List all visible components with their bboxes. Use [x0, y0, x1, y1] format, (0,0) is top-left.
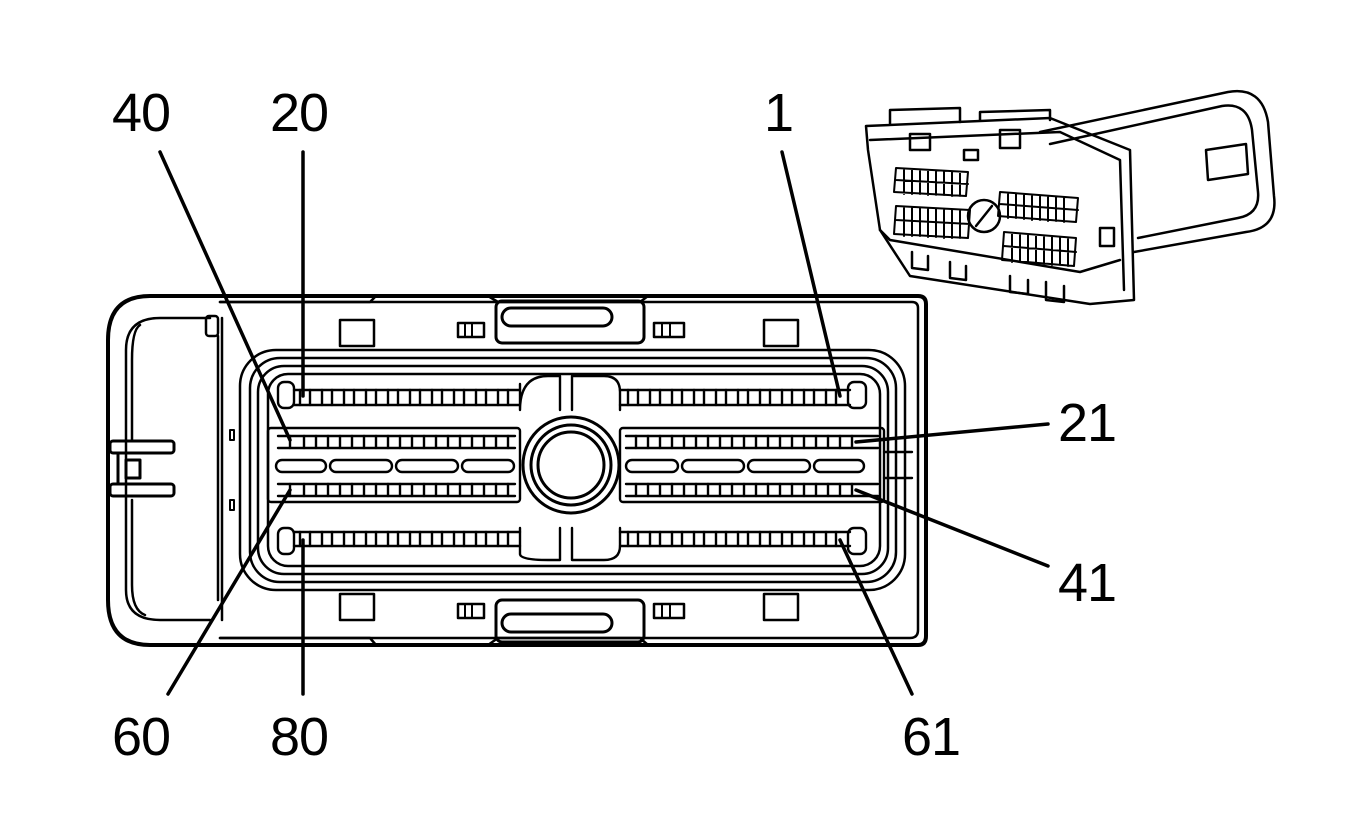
housing-bottom-ridge: [218, 636, 650, 647]
cavity-outlines: [238, 348, 907, 592]
latch-handle: [106, 294, 235, 647]
pin-label-21: 21: [1058, 393, 1117, 453]
leader-41: [854, 488, 1050, 568]
inset-pin-grid-top-left: [893, 167, 969, 197]
inset-pin-grid-top-right: [997, 191, 1079, 223]
connector-housing-inner: [218, 300, 920, 640]
top-keyway: [338, 299, 800, 348]
pin-row-bottom: [276, 526, 868, 562]
pin-label-41: 41: [1058, 553, 1117, 613]
leader-1: [780, 150, 842, 398]
leader-61: [838, 538, 914, 696]
connector-perspective-inset: [864, 89, 1276, 306]
leader-40: [158, 150, 292, 442]
pin-label-80: 80: [270, 707, 329, 767]
connector-face: [106, 294, 928, 647]
connector-housing-outline: [213, 294, 928, 647]
pin-label-60: 60: [112, 707, 171, 767]
leader-21: [854, 422, 1050, 444]
bottom-keyway: [338, 592, 800, 644]
inset-pin-grid-bottom-right: [1001, 231, 1077, 267]
pin-row-top: [276, 374, 868, 412]
leader-60: [166, 488, 292, 696]
pin-row-middle: [266, 426, 914, 504]
pin-label-61: 61: [902, 707, 961, 767]
inset-pin-grid-bottom-left: [893, 205, 971, 239]
pin-label-40: 40: [112, 83, 171, 143]
pin-label-20: 20: [270, 83, 329, 143]
leader-lines: [158, 150, 1050, 696]
pin-label-1: 1: [764, 83, 794, 143]
center-post: [521, 415, 621, 515]
